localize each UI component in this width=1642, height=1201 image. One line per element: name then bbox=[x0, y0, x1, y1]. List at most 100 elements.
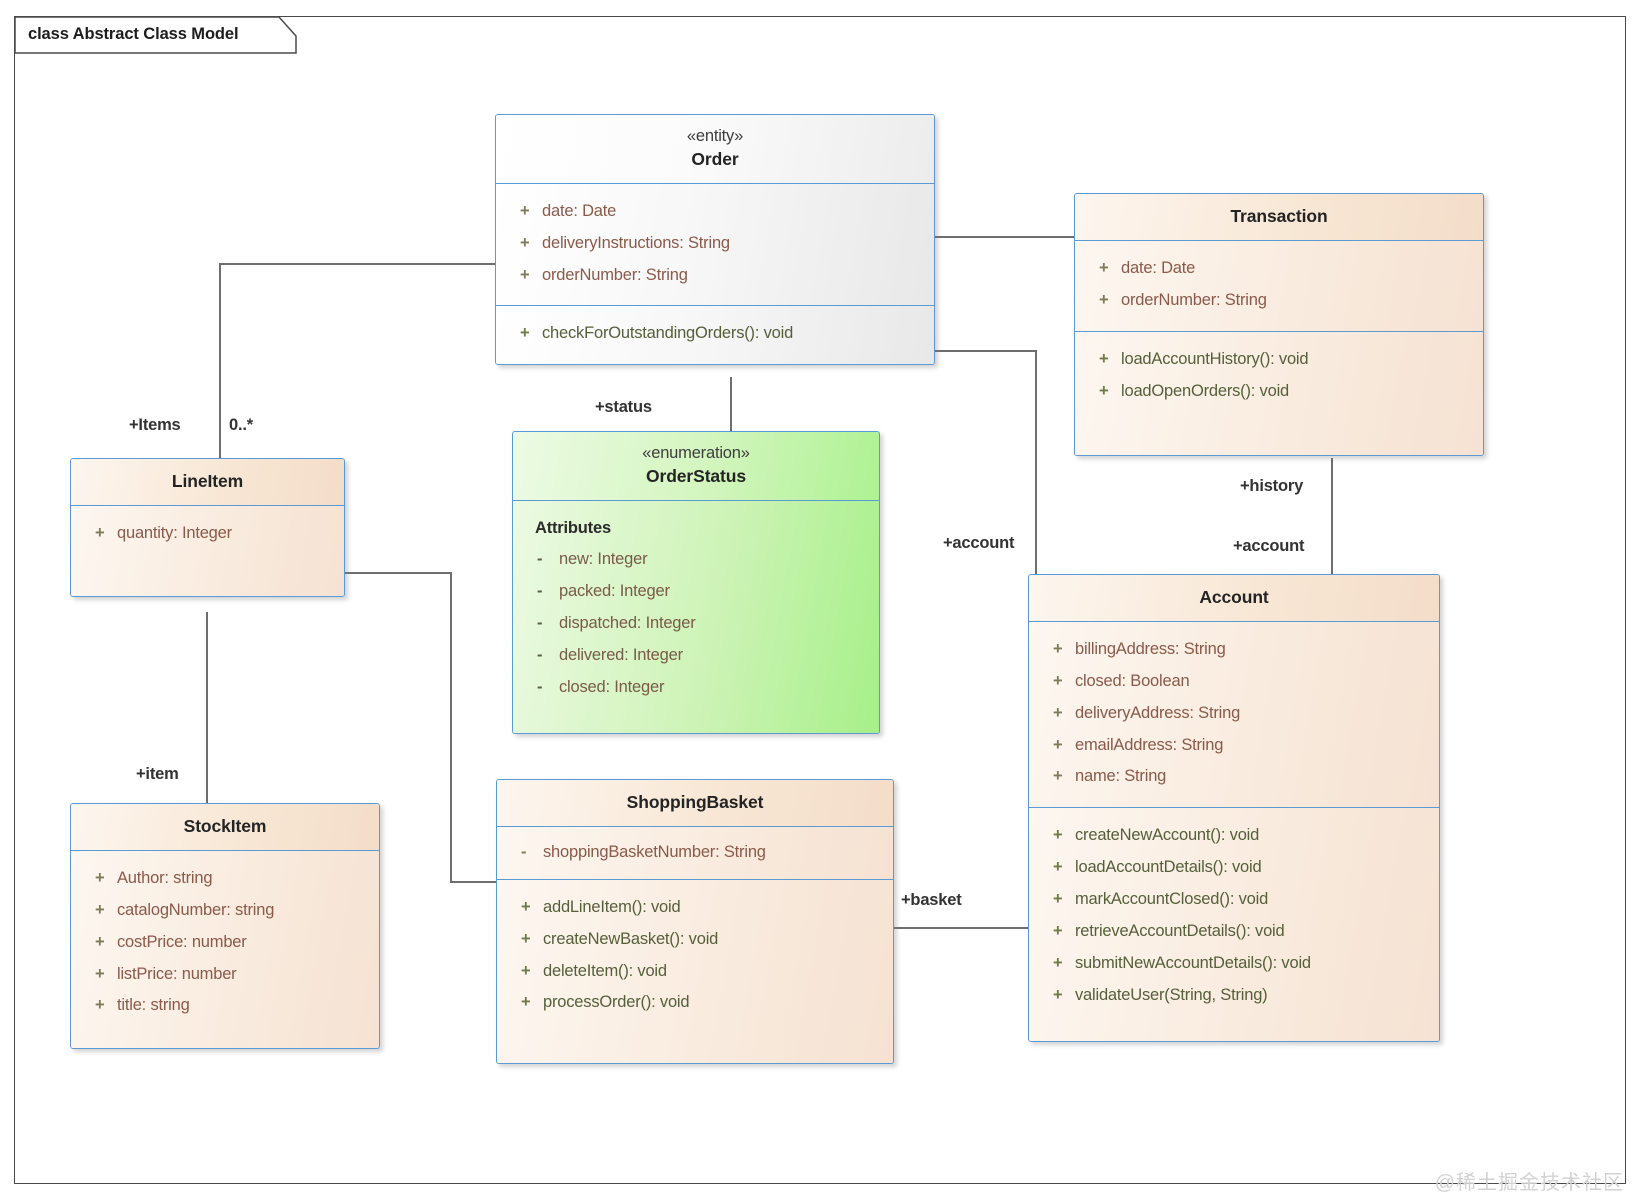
attribute-row: - dispatched: Integer bbox=[521, 608, 871, 640]
attribute-text: orderNumber: String bbox=[542, 265, 688, 284]
class-transaction[interactable]: Transaction + date: Date + orderNumber: … bbox=[1074, 193, 1484, 457]
class-order-attributes: + date: Date + deliveryInstructions: Str… bbox=[496, 183, 934, 306]
attribute-row: + emailAddress: String bbox=[1037, 730, 1431, 762]
attributes-section-title: Attributes bbox=[535, 518, 611, 537]
attribute-text: orderNumber: String bbox=[1121, 290, 1267, 309]
attribute-row: + date: Date bbox=[504, 196, 926, 228]
visibility-marker: + bbox=[521, 897, 531, 916]
class-account-header: Account bbox=[1029, 575, 1439, 623]
attribute-text: listPrice: number bbox=[117, 964, 237, 983]
frame-label: class Abstract Class Model bbox=[28, 24, 239, 43]
operation-row: + markAccountClosed(): void bbox=[1037, 884, 1431, 916]
connector-order-account-h bbox=[933, 350, 1036, 352]
attribute-row: + Author: string bbox=[79, 863, 371, 895]
visibility-marker: - bbox=[537, 550, 543, 569]
attribute-text: costPrice: number bbox=[117, 932, 247, 951]
edge-label-history: +history bbox=[1240, 477, 1304, 495]
class-transaction-attributes: + date: Date + orderNumber: String bbox=[1075, 241, 1483, 331]
class-lineitem-attributes: + quantity: Integer bbox=[71, 506, 344, 596]
attribute-row: - delivered: Integer bbox=[521, 640, 871, 672]
edge-label-status: +status bbox=[595, 398, 652, 416]
operation-text: loadAccountHistory(): void bbox=[1121, 349, 1309, 368]
connector-order-lineitem-v bbox=[219, 263, 221, 460]
class-orderstatus-header: «enumeration» OrderStatus bbox=[513, 432, 879, 501]
class-shoppingbasket-header: ShoppingBasket bbox=[497, 780, 893, 828]
attribute-text: packed: Integer bbox=[559, 582, 670, 601]
class-stockitem-name: StockItem bbox=[183, 816, 267, 836]
class-transaction-header: Transaction bbox=[1075, 194, 1483, 242]
attribute-row: - packed: Integer bbox=[521, 576, 871, 608]
visibility-marker: + bbox=[1053, 890, 1063, 908]
operation-row: + deleteItem(): void bbox=[505, 956, 885, 988]
visibility-marker: + bbox=[1053, 826, 1063, 845]
visibility-marker: + bbox=[95, 964, 105, 983]
connector-order-lineitem-h bbox=[219, 263, 497, 265]
class-lineitem-header: LineItem bbox=[71, 459, 344, 507]
attribute-text: date: Date bbox=[1121, 259, 1196, 278]
attribute-row: + deliveryInstructions: String bbox=[504, 228, 926, 260]
edge-label-item: +item bbox=[136, 765, 179, 783]
attribute-text: dispatched: Integer bbox=[559, 613, 696, 632]
attribute-text: closed: Boolean bbox=[1075, 671, 1190, 690]
attribute-row: + name: String bbox=[1037, 761, 1431, 793]
edge-label-multiplicity: 0..* bbox=[229, 416, 253, 434]
visibility-marker: + bbox=[1053, 735, 1063, 754]
edge-label-basket: +basket bbox=[901, 891, 962, 909]
operation-text: processOrder(): void bbox=[543, 993, 690, 1012]
connector-basket-account bbox=[893, 927, 1030, 929]
edge-label-account-left: +account bbox=[943, 534, 1015, 552]
visibility-marker: - bbox=[537, 613, 543, 632]
class-account[interactable]: Account + billingAddress: String + close… bbox=[1028, 574, 1440, 1043]
attribute-row: + billingAddress: String bbox=[1037, 634, 1431, 666]
class-account-operations: + createNewAccount(): void + loadAccount… bbox=[1029, 807, 1439, 1042]
class-stockitem-header: StockItem bbox=[71, 804, 379, 852]
operation-row: + loadOpenOrders(): void bbox=[1083, 376, 1475, 408]
attribute-text: name: String bbox=[1075, 767, 1167, 786]
class-orderstatus[interactable]: «enumeration» OrderStatus Attributes - n… bbox=[512, 431, 880, 735]
visibility-marker: + bbox=[1099, 381, 1109, 400]
visibility-marker: - bbox=[537, 645, 543, 664]
class-order-operations: + checkForOutstandingOrders(): void bbox=[496, 305, 934, 365]
visibility-marker: + bbox=[1053, 953, 1063, 972]
connector-order-transaction bbox=[933, 236, 1074, 238]
visibility-marker: - bbox=[521, 843, 527, 862]
class-stockitem[interactable]: StockItem + Author: string + catalogNumb… bbox=[70, 803, 380, 1050]
visibility-marker: + bbox=[521, 993, 531, 1012]
attribute-text: catalogNumber: string bbox=[117, 900, 275, 919]
frame-label-tab bbox=[14, 16, 297, 54]
class-order-header: «entity» Order bbox=[496, 115, 934, 184]
visibility-marker: + bbox=[1053, 671, 1063, 690]
visibility-marker: + bbox=[1099, 259, 1109, 278]
visibility-marker: + bbox=[1053, 703, 1063, 722]
operation-text: retrieveAccountDetails(): void bbox=[1075, 921, 1285, 940]
attribute-text: new: Integer bbox=[559, 550, 648, 569]
class-lineitem[interactable]: LineItem + quantity: Integer bbox=[70, 458, 345, 597]
connector-lineitem-basket-v bbox=[450, 572, 452, 882]
operation-row: + createNewAccount(): void bbox=[1037, 820, 1431, 852]
operation-row: + retrieveAccountDetails(): void bbox=[1037, 916, 1431, 948]
class-order[interactable]: «entity» Order + date: Date + deliveryIn… bbox=[495, 114, 935, 366]
visibility-marker: + bbox=[1053, 640, 1063, 659]
class-shoppingbasket[interactable]: ShoppingBasket - shoppingBasketNumber: S… bbox=[496, 779, 894, 1065]
attribute-row: + listPrice: number bbox=[79, 959, 371, 991]
connector-lineitem-basket-h2 bbox=[450, 881, 498, 883]
operation-text: submitNewAccountDetails(): void bbox=[1075, 953, 1311, 972]
attribute-row: + deliveryAddress: String bbox=[1037, 698, 1431, 730]
class-account-attributes: + billingAddress: String + closed: Boole… bbox=[1029, 622, 1439, 808]
visibility-marker: + bbox=[95, 524, 105, 543]
operation-row: + loadAccountDetails(): void bbox=[1037, 852, 1431, 884]
visibility-marker: + bbox=[520, 265, 530, 284]
class-orderstatus-stereotype: «enumeration» bbox=[642, 444, 750, 462]
class-orderstatus-name: OrderStatus bbox=[645, 465, 747, 486]
operation-text: deleteItem(): void bbox=[543, 961, 667, 980]
attribute-text: closed: Integer bbox=[559, 677, 665, 696]
attribute-row: + quantity: Integer bbox=[79, 518, 336, 550]
attribute-text: delivered: Integer bbox=[559, 645, 683, 664]
operation-text: createNewAccount(): void bbox=[1075, 826, 1260, 845]
class-stockitem-attributes: + Author: string + catalogNumber: string… bbox=[71, 851, 379, 1049]
operation-text: validateUser(String, String) bbox=[1075, 985, 1268, 1004]
visibility-marker: + bbox=[95, 996, 105, 1015]
connector-lineitem-stockitem bbox=[206, 612, 208, 804]
operation-row: + createNewBasket(): void bbox=[505, 924, 885, 956]
visibility-marker: + bbox=[520, 233, 530, 252]
